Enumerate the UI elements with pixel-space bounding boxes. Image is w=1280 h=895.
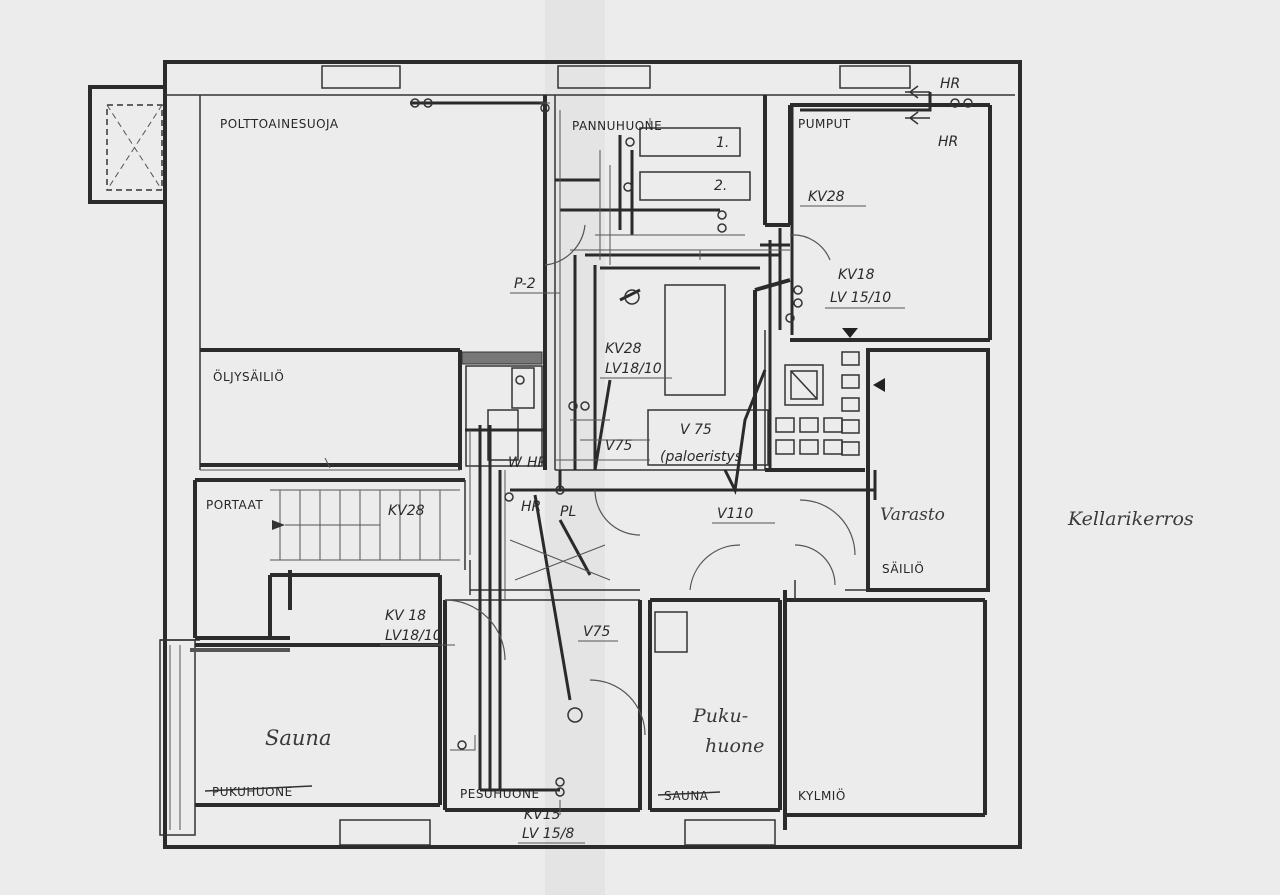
skylight-box	[106, 104, 163, 191]
label-kv18-low: KV 18	[385, 608, 426, 624]
window-top-1	[321, 65, 401, 89]
pipe-labels: HR HR 1. 2. KV28 KV18 LV 15/10 P-2 KV28 …	[380, 76, 960, 844]
label-kv15: KV15	[524, 807, 561, 823]
label-paloeristys: (paloeristys	[660, 449, 742, 465]
label-kv18-right: KV18	[838, 267, 875, 283]
interior-walls	[190, 95, 992, 830]
label-v75-a: V75	[605, 438, 632, 454]
room-varasto: Varasto	[880, 505, 945, 525]
label-kv28-top: KV28	[808, 189, 845, 205]
room-sauna-hand: Sauna	[265, 726, 331, 750]
room-oljysailio: ÖLJYSÄILIÖ	[213, 368, 284, 384]
window-bottom-2	[684, 819, 776, 846]
doors	[444, 224, 856, 736]
window-top-3	[839, 65, 911, 89]
room-pesuhuone: PESUHUONE	[460, 787, 540, 801]
control-panel	[775, 328, 885, 456]
outer-walls	[88, 60, 1022, 849]
label-kv28-mid: KV28	[605, 341, 642, 357]
window-top-2	[557, 65, 651, 89]
strike-pukuhuone	[204, 785, 313, 792]
stairs	[270, 489, 460, 561]
label-boiler-2: 2.	[714, 178, 727, 194]
label-lv1810-low: LV18/10	[385, 628, 442, 644]
valves	[410, 85, 973, 797]
room-sailio: SÄILIÖ	[882, 560, 924, 576]
room-polttoainesuoja: POLTTOAINESUOJA	[220, 117, 339, 131]
label-boiler-1: 1.	[716, 135, 729, 151]
label-v110: V110	[717, 506, 753, 522]
label-hr-top: HR	[940, 76, 960, 92]
water-heater	[465, 365, 543, 467]
label-kv28-stair: KV28	[388, 503, 425, 519]
room-sauna-struck: SAUNA	[664, 789, 709, 803]
label-hr-mid2: HR	[521, 499, 541, 515]
room-pukuhuone-hand-1: Puku-	[692, 705, 748, 727]
label-p2: P-2	[514, 276, 536, 292]
label-lv158: LV 15/8	[522, 826, 574, 842]
room-kylmio: KYLMIÖ	[798, 787, 846, 803]
room-pannuhuone: PANNUHUONE	[572, 119, 662, 133]
label-v75-low: V75	[583, 624, 610, 640]
room-pumput: PUMPUT	[798, 117, 851, 131]
label-v75-b: V 75	[680, 422, 712, 438]
room-pukuhuone-hand-2: huone	[705, 735, 764, 757]
label-hr-mid: HR	[527, 455, 547, 471]
thin-pipes	[200, 102, 790, 815]
label-lv1810-mid: LV18/10	[605, 361, 662, 377]
label-lv1510: LV 15/10	[830, 290, 891, 306]
boilers	[639, 127, 769, 466]
window-bottom-1	[339, 819, 431, 846]
label-w: W	[508, 455, 523, 471]
floor-name: Kellarikerros	[1067, 508, 1194, 530]
label-pl: PL	[560, 504, 576, 520]
room-labels: POLTTOAINESUOJA PANNUHUONE PUMPUT ÖLJYSÄ…	[204, 117, 1194, 803]
room-portaat: PORTAAT	[206, 498, 263, 512]
pipes	[410, 92, 932, 792]
strike-sauna	[657, 791, 721, 796]
label-hr-bottom: HR	[938, 134, 958, 150]
